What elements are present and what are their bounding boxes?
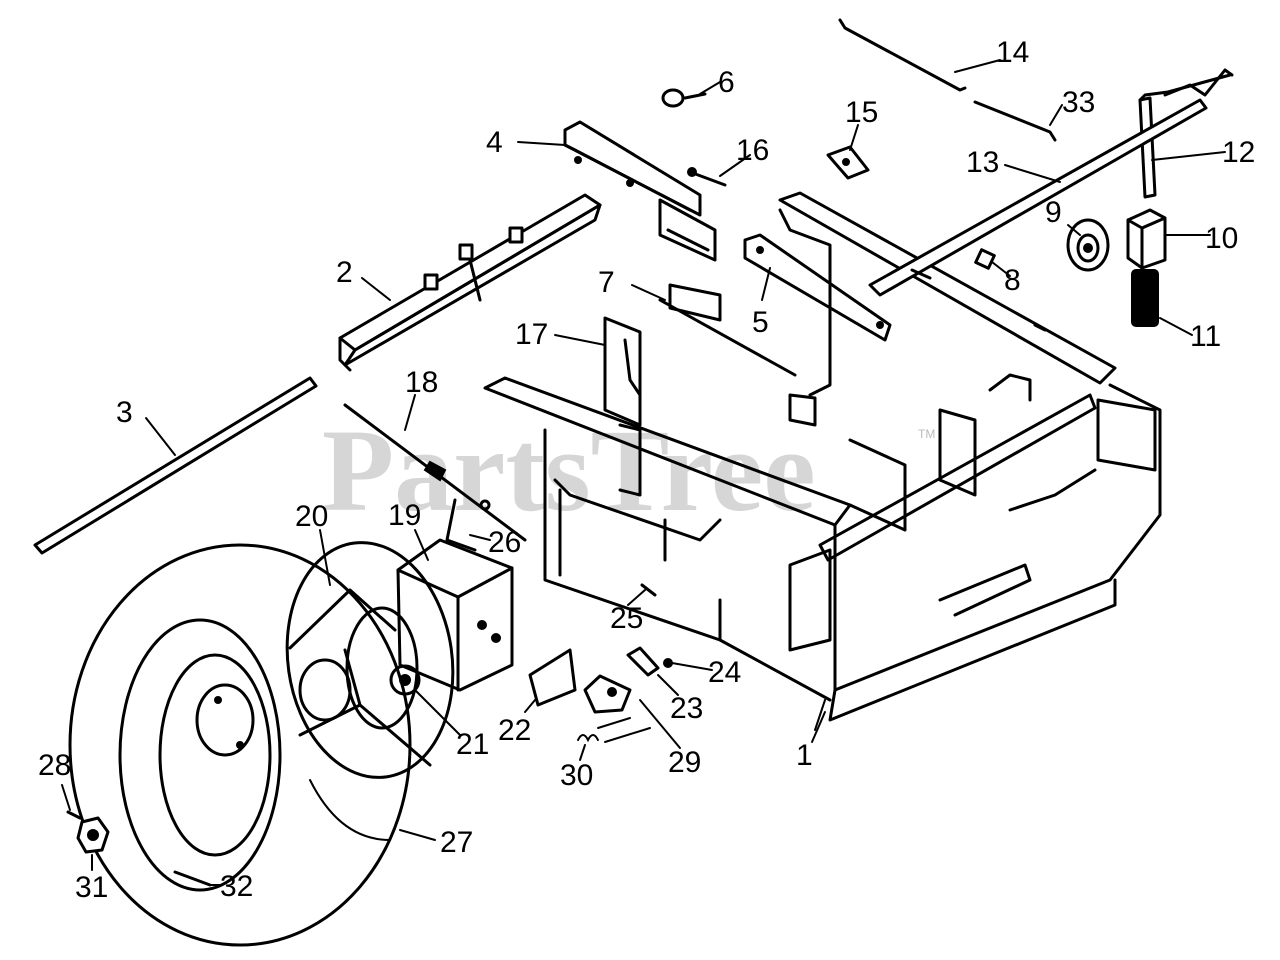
leader-lines [61,59,1226,886]
part-15-clip [826,145,870,180]
part-9-pulley [1066,218,1110,272]
part-1-frame [483,191,1162,731]
callout-1: 1 [796,739,813,772]
part-8-nut [974,248,996,270]
callout-30: 30 [560,759,593,792]
callout-16: 16 [736,134,769,167]
part-24-nut [663,658,673,668]
callout-9: 9 [1045,196,1062,229]
callout-18: 18 [405,366,438,399]
callout-4: 4 [486,126,503,159]
watermark-trademark: TM [918,427,935,441]
callout-13: 13 [966,146,999,179]
callout-23: 23 [670,692,703,725]
part-26-bracket [445,498,477,552]
part-5-bar [743,233,892,342]
part-2-channel [338,193,602,372]
callout-19: 19 [388,499,421,532]
callout-5: 5 [752,306,769,339]
callout-22: 22 [498,714,531,747]
part-16-bolt [687,167,727,187]
part-23-pin [626,646,660,677]
part-12-lever [1138,68,1234,199]
part-33-link [973,100,1057,142]
part-22-plate [528,648,577,707]
part-14-rod [838,18,967,92]
part-25-bolt [640,583,657,597]
callout-29: 29 [668,746,701,779]
part-28-stud [66,810,82,820]
callout-8: 8 [1004,264,1021,297]
part-27-tire [68,543,412,947]
callout-2: 2 [336,256,353,289]
callout-27: 27 [440,826,473,859]
callout-15: 15 [845,96,878,129]
part-19-housing [396,538,514,692]
part-32-valve [173,870,212,887]
part-11-spring [1131,269,1159,327]
part-20-rim [285,541,455,779]
callout-21: 21 [456,728,489,761]
part-7-shaft [658,283,797,377]
callout-11: 11 [1190,320,1221,353]
callout-26: 26 [488,526,521,559]
callout-32: 32 [220,870,253,903]
callout-33: 33 [1062,86,1095,119]
part-4-bracket [563,120,717,262]
callout-20: 20 [295,500,328,533]
callout-labels: 1 2 3 4 5 6 7 8 9 10 11 12 13 14 15 16 1… [38,36,1255,904]
callout-14: 14 [996,36,1029,69]
callout-12: 12 [1222,136,1255,169]
part-29-clamp [583,674,632,714]
part-6-knob [661,88,707,108]
callout-28: 28 [38,749,71,782]
part-10-block [1126,208,1167,270]
part-31-hub-nut [76,816,110,854]
callout-10: 10 [1205,222,1238,255]
callout-24: 24 [708,656,741,689]
watermark: PartsTree [322,405,816,536]
callout-31: 31 [75,871,108,904]
callout-3: 3 [116,396,133,429]
part-17-plate [603,316,642,427]
part-18-cable [343,403,527,542]
part-30-spring [577,717,651,743]
callout-17: 17 [515,318,548,351]
callout-25: 25 [610,602,643,635]
part-13-rod [868,98,1208,297]
part-3-rod [33,376,318,555]
callout-6: 6 [718,66,735,99]
callout-7: 7 [598,266,615,299]
